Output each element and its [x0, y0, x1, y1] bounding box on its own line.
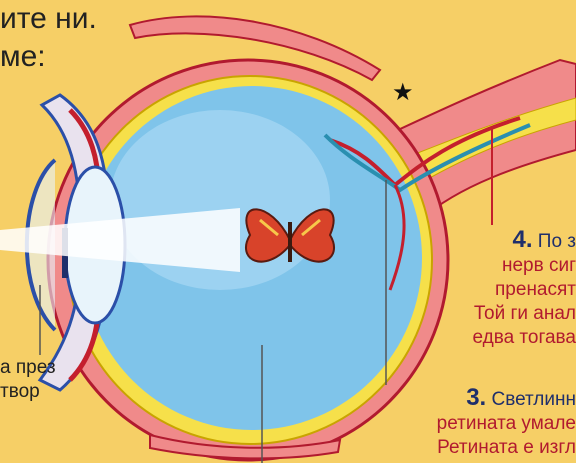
step-4-caption: 4. По з нерв сиг пренасят Той ги анал ед… [472, 228, 576, 350]
step-3-caption: 3. Светлинн ретината умале Ретината е из… [437, 386, 576, 460]
step-3-line-3: Ретината е изгл [437, 436, 576, 460]
step-4-line-1: По з [538, 231, 576, 252]
step-4-number: 4. [512, 226, 532, 253]
heading-line-1: ите ни. [0, 2, 97, 36]
left-caption-line-1: а през [0, 357, 56, 379]
step-4-line-3: пренасят [472, 278, 576, 302]
left-caption-line-2: твор [0, 381, 40, 403]
step-3-line-1: Светлинн [491, 389, 576, 410]
step-4-line-5: едва тогава [472, 326, 576, 350]
star-marker: ★ [392, 78, 414, 107]
step-3-number: 3. [466, 384, 486, 411]
step-3-line-2: ретината умале [437, 412, 576, 436]
heading-line-2: ме: [0, 40, 46, 74]
step-4-line-4: Той ги анал [472, 302, 576, 326]
step-4-line-2: нерв сиг [472, 254, 576, 278]
